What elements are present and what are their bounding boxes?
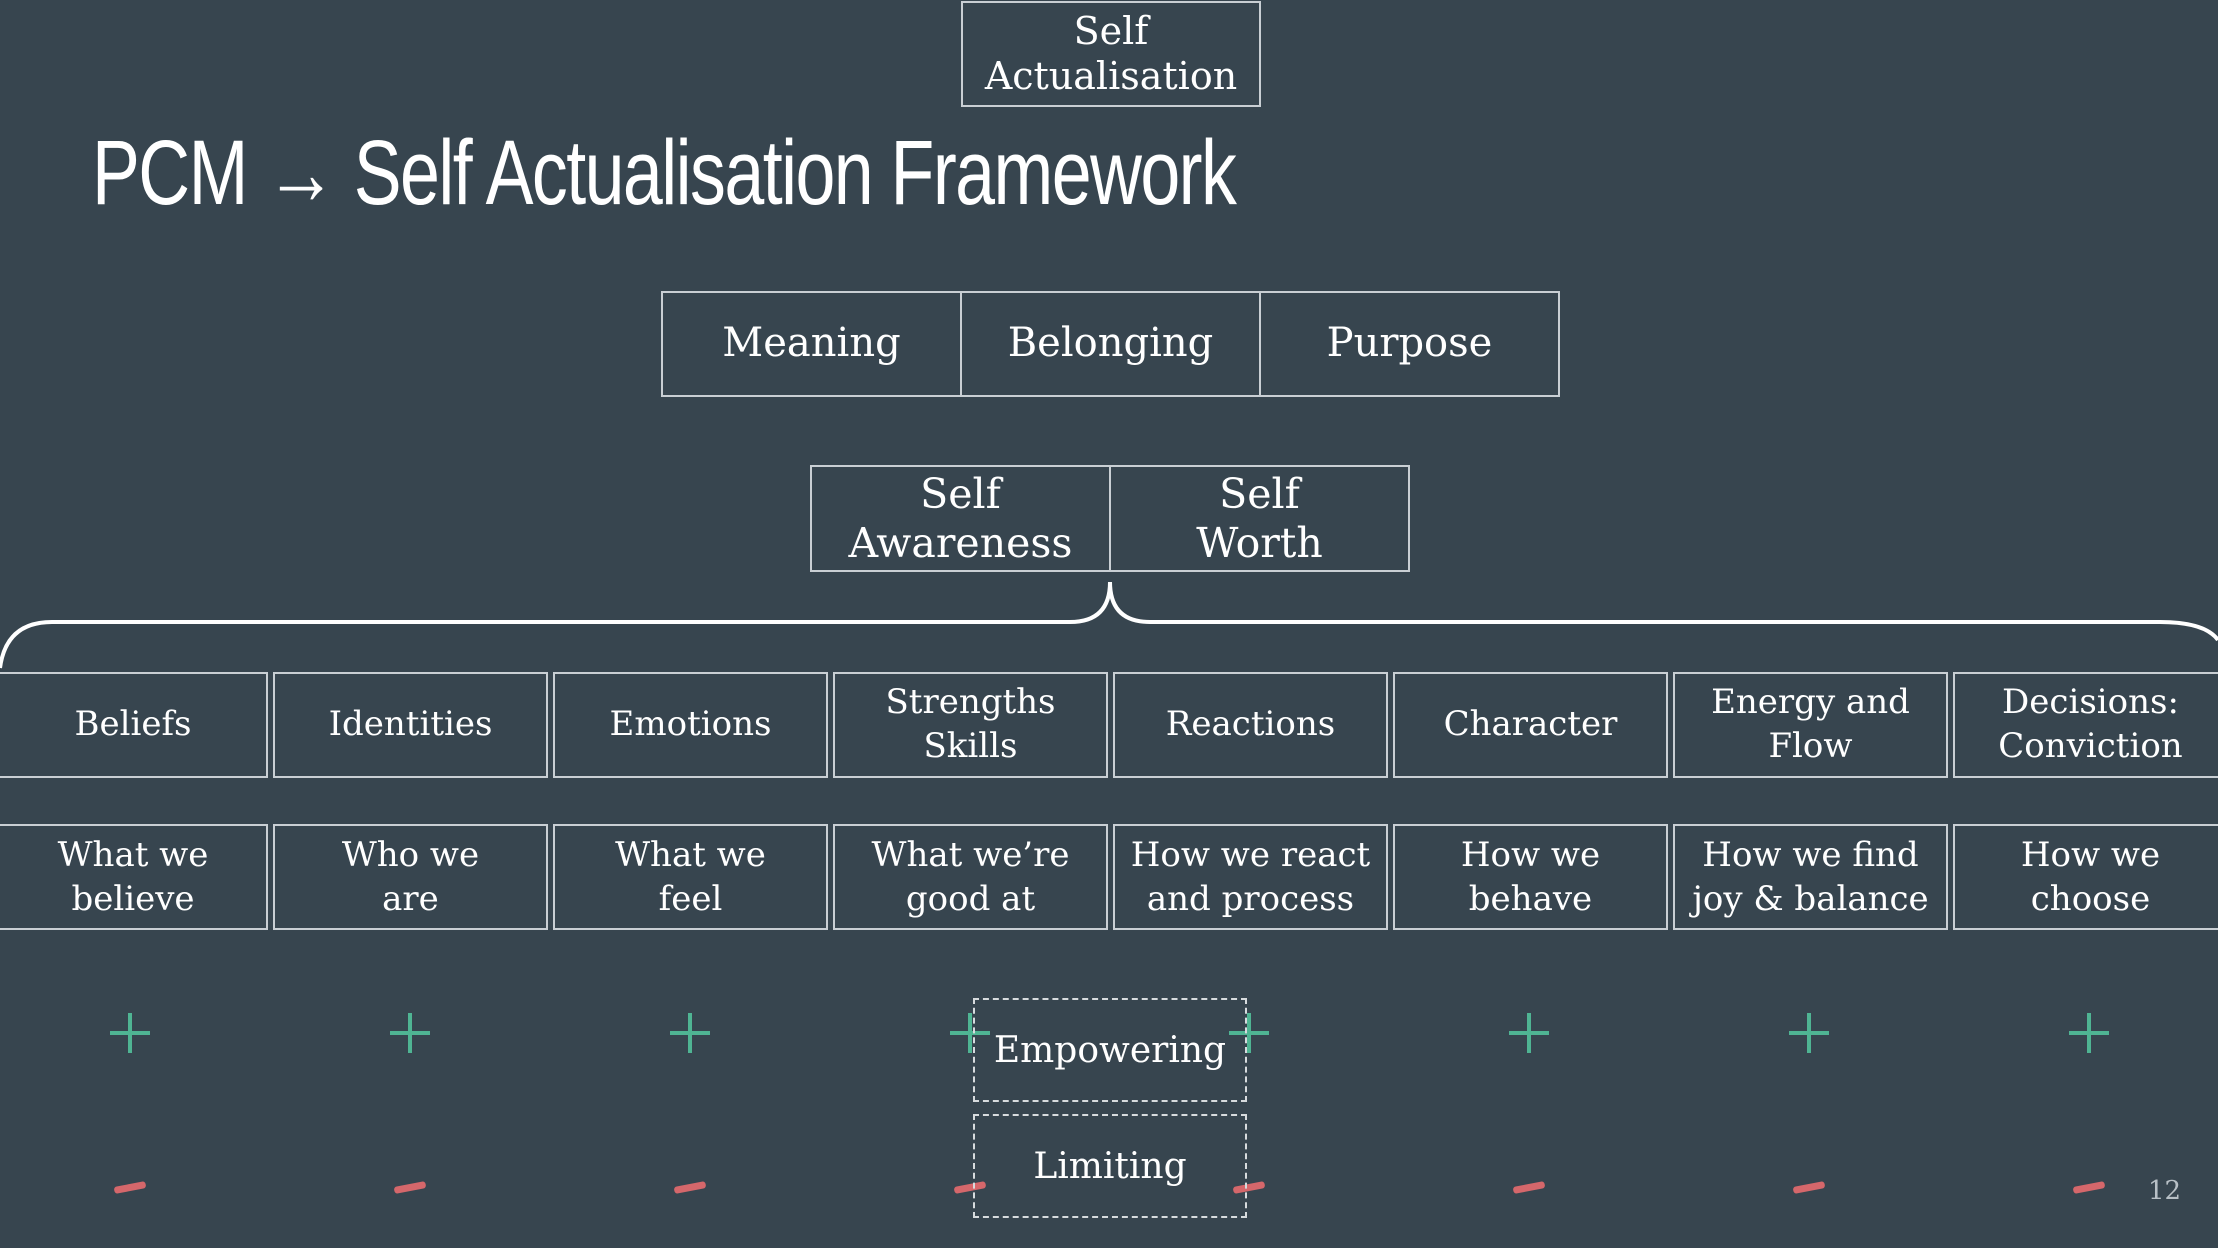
page-title: PCM → Self Actualisation Framework [92,122,1237,224]
purpose-box: Purpose [1259,291,1560,397]
meaning-box: Meaning [661,291,962,397]
category-energy-flow: Energy and Flow [1673,672,1948,778]
description-beliefs: What we believe [0,824,268,930]
description-strengths-skills: What we’re good at [833,824,1108,930]
legend-limiting: Limiting [973,1114,1247,1218]
description-identities: Who we are [273,824,548,930]
plus-icon [390,1013,430,1053]
category-reactions: Reactions [1113,672,1388,778]
plus-icon [1509,1013,1549,1053]
category-decisions-conviction: Decisions: Conviction [1953,672,2218,778]
plus-icon [1229,1013,1269,1053]
plus-icon [1789,1013,1829,1053]
category-identities: Identities [273,672,548,778]
plus-icon [670,1013,710,1053]
plus-icon [2069,1013,2109,1053]
description-reactions: How we react and process [1113,824,1388,930]
plus-icon [110,1013,150,1053]
self-worth-box: Self Worth [1109,465,1410,572]
category-strengths-skills: Strengths Skills [833,672,1108,778]
page-number: 12 [2148,1176,2182,1206]
category-beliefs: Beliefs [0,672,268,778]
description-emotions: What we feel [553,824,828,930]
category-character: Character [1393,672,1668,778]
category-emotions: Emotions [553,672,828,778]
description-energy-flow: How we find joy & balance [1673,824,1948,930]
description-decisions-conviction: How we choose [1953,824,2218,930]
belonging-box: Belonging [960,291,1261,397]
description-character: How we behave [1393,824,1668,930]
self-awareness-box: Self Awareness [810,465,1111,572]
self-actualisation-box: Self Actualisation [961,1,1261,107]
legend-empowering: Empowering [973,998,1247,1102]
plus-icon [950,1013,990,1053]
